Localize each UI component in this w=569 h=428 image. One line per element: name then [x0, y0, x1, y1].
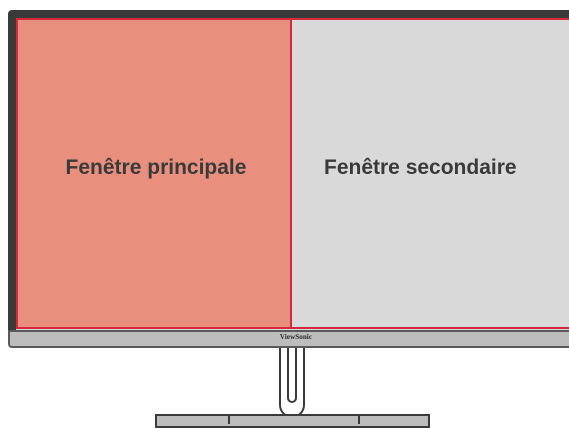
- base-seam-right: [358, 414, 360, 424]
- monitor-chin: [8, 330, 569, 348]
- brand-logo: ViewSonic: [279, 333, 313, 341]
- base-seam-left: [228, 414, 230, 424]
- secondary-window-label: Fenêtre secondaire: [324, 155, 517, 179]
- cable-management-slot: [287, 348, 297, 403]
- secondary-window[interactable]: Fenêtre secondaire: [290, 18, 569, 329]
- monitor-screen: Fenêtre principale Fenêtre secondaire: [16, 18, 569, 331]
- main-window-label: Fenêtre principale: [65, 155, 247, 179]
- monitor-stand-base: [155, 414, 430, 428]
- main-window[interactable]: Fenêtre principale: [16, 18, 292, 329]
